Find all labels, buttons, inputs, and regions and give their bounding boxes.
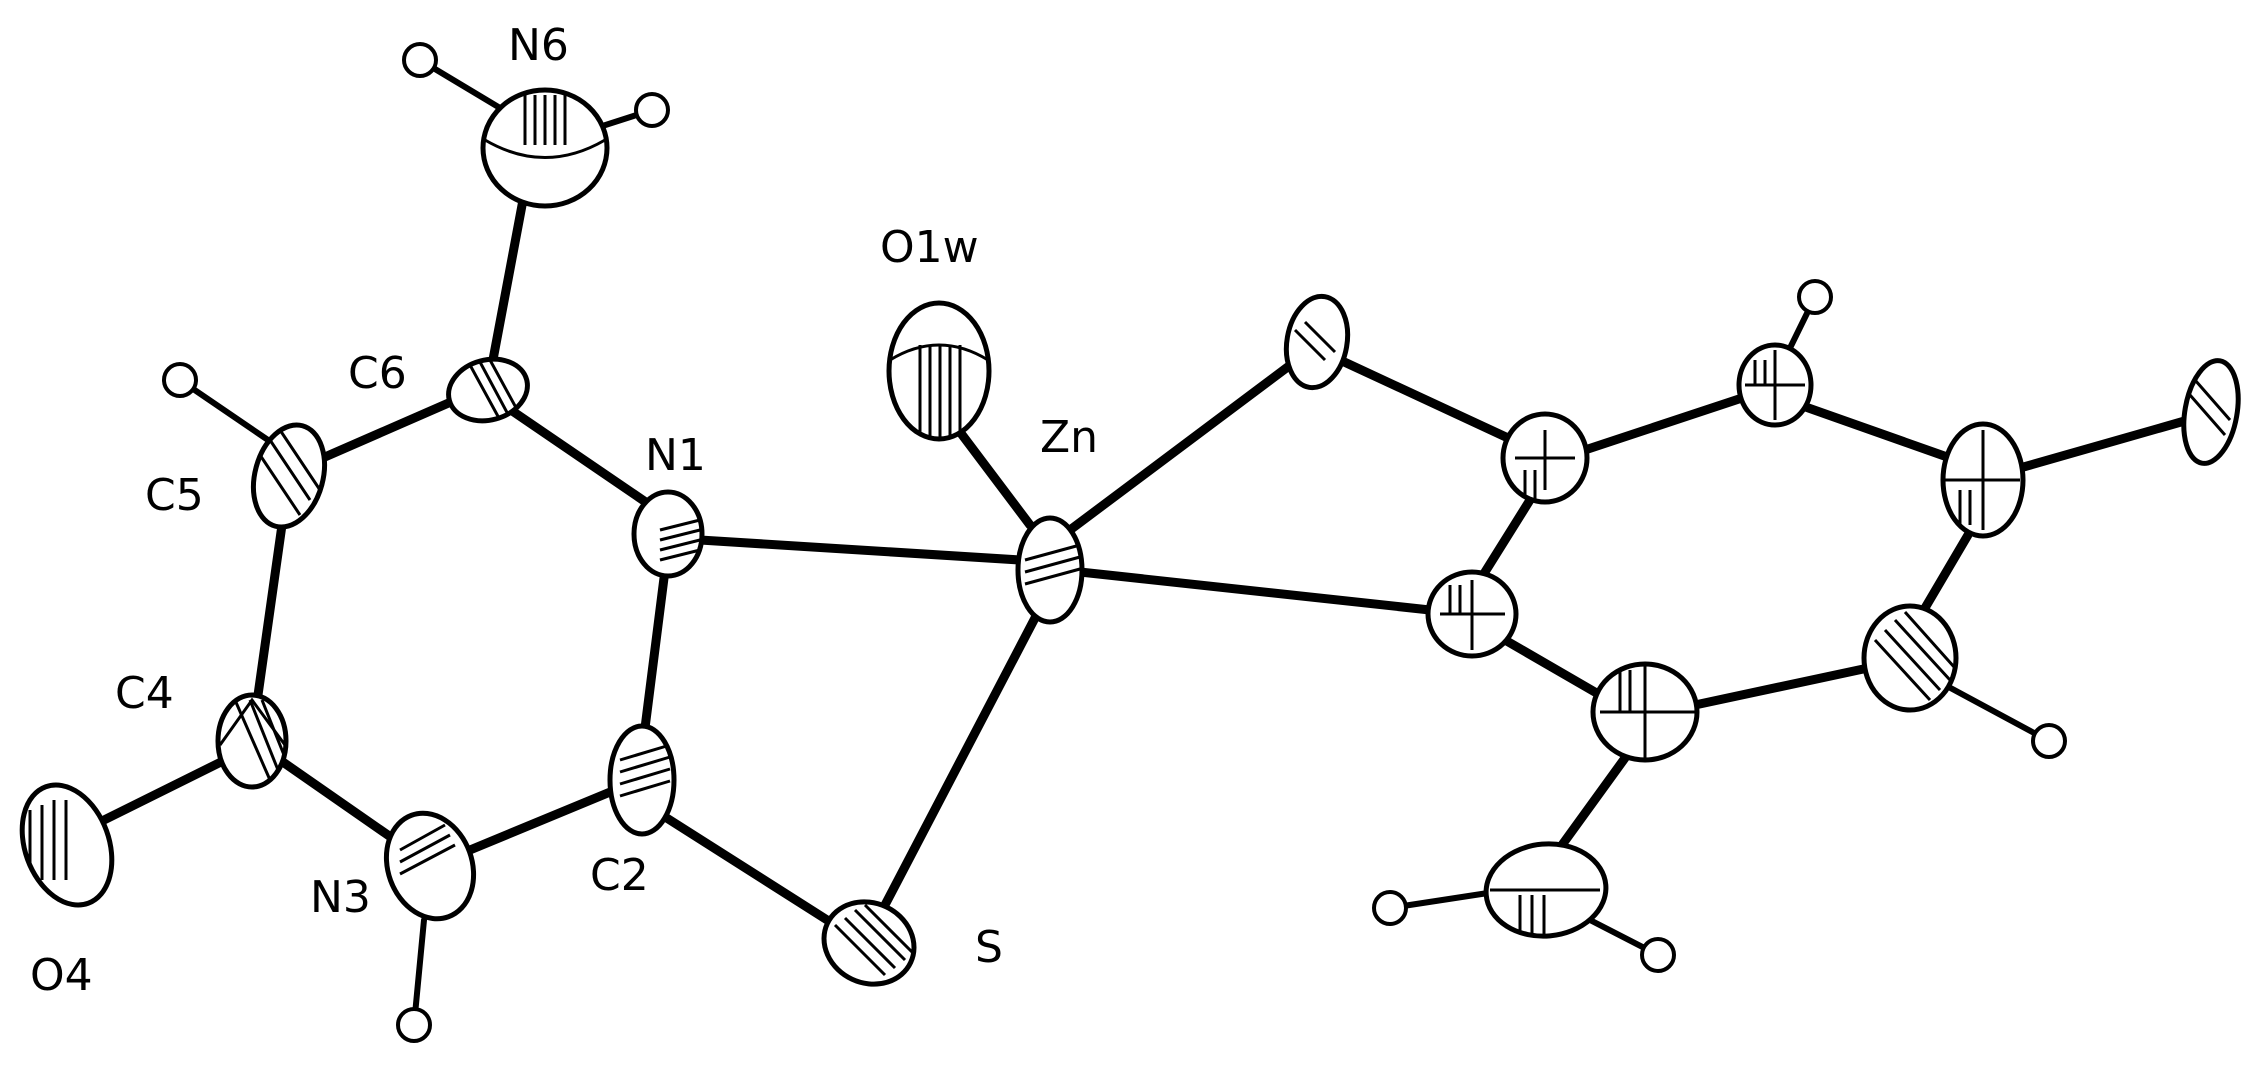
- label-c5: C5: [145, 470, 204, 521]
- h-bond: [1942, 682, 2052, 744]
- bond-c6-n1: [500, 401, 655, 510]
- bond-n6-c6: [487, 195, 528, 370]
- bond-c5-c6: [1500, 635, 1605, 700]
- bond-c1-c5: [1480, 495, 1535, 577]
- label-n1: N1: [645, 430, 706, 481]
- atom-o4: [19, 782, 115, 908]
- bond-zn-top: [1065, 358, 1298, 535]
- bond-c3-c4: [2015, 415, 2193, 473]
- label-s: S: [975, 922, 1003, 973]
- label-n6: N6: [508, 20, 569, 71]
- bond-c4-o4: [95, 755, 230, 827]
- bonds: [95, 195, 2193, 930]
- atom-c5: [251, 422, 327, 530]
- atom-ring-c4: [2181, 358, 2241, 466]
- bond-c6-c7: [1690, 663, 1873, 710]
- bond-top-c1: [1335, 355, 1513, 443]
- h-atom: [1372, 890, 1408, 926]
- atom-n6: [480, 87, 610, 209]
- atom-c6: [446, 356, 530, 424]
- atom-ring-c1: [1500, 411, 1590, 505]
- h-atom: [396, 1007, 432, 1043]
- bond-c2-s: [657, 810, 840, 930]
- h-atom: [402, 42, 438, 78]
- label-c2: C2: [590, 850, 649, 901]
- label-o4: O4: [30, 950, 93, 1001]
- label-c6: C6: [348, 348, 407, 399]
- h-atom: [162, 362, 198, 398]
- bond-n1-zn: [695, 535, 1025, 565]
- atom-ring-c2: [1736, 342, 1814, 428]
- atom-zn: [1015, 515, 1085, 625]
- atom-c4: [215, 692, 289, 790]
- atom-ring-c3: [1940, 421, 2026, 539]
- h-atom: [634, 92, 670, 128]
- atoms: [19, 87, 2241, 987]
- bond-c7-c3: [1920, 530, 1973, 613]
- atom-ring-c7: [1861, 603, 1959, 713]
- atom-labels: N6 O1w C6 N1 Zn C5 C4 O4 N3 C2 S: [30, 20, 1098, 1001]
- bond-c2-n1: [640, 573, 669, 733]
- atom-n1: [631, 489, 705, 579]
- h-atom: [1640, 937, 1676, 973]
- h-atom: [2031, 723, 2067, 759]
- bond-c6-n: [1557, 753, 1630, 850]
- atom-c2: [607, 723, 677, 837]
- bond-c5-c4: [253, 520, 287, 700]
- atom-n3: [383, 810, 477, 922]
- label-zn: Zn: [1040, 412, 1098, 463]
- atom-s: [821, 899, 917, 987]
- bond-n3-c2: [465, 785, 620, 855]
- bond-c1-c2: [1580, 393, 1747, 455]
- atom-ring-top: [1283, 293, 1351, 391]
- bond-c2-c3: [1795, 400, 1955, 463]
- h-atom: [1797, 279, 1833, 315]
- bond-zn-ring: [1075, 567, 1435, 615]
- atom-o1w: [886, 300, 992, 442]
- label-o1w: O1w: [880, 222, 979, 273]
- bond-zn-s: [880, 613, 1040, 910]
- atom-ring-n: [1483, 841, 1609, 939]
- atom-ring-c6: [1590, 661, 1700, 763]
- bond-c4-n3: [275, 755, 400, 845]
- hydrogen-atoms: [162, 42, 2067, 1043]
- bond-zn-o1w: [955, 427, 1035, 530]
- label-c4: C4: [115, 668, 174, 719]
- atom-ring-c5: [1425, 569, 1519, 659]
- label-n3: N3: [310, 872, 371, 923]
- bond-c6-c5: [313, 393, 465, 465]
